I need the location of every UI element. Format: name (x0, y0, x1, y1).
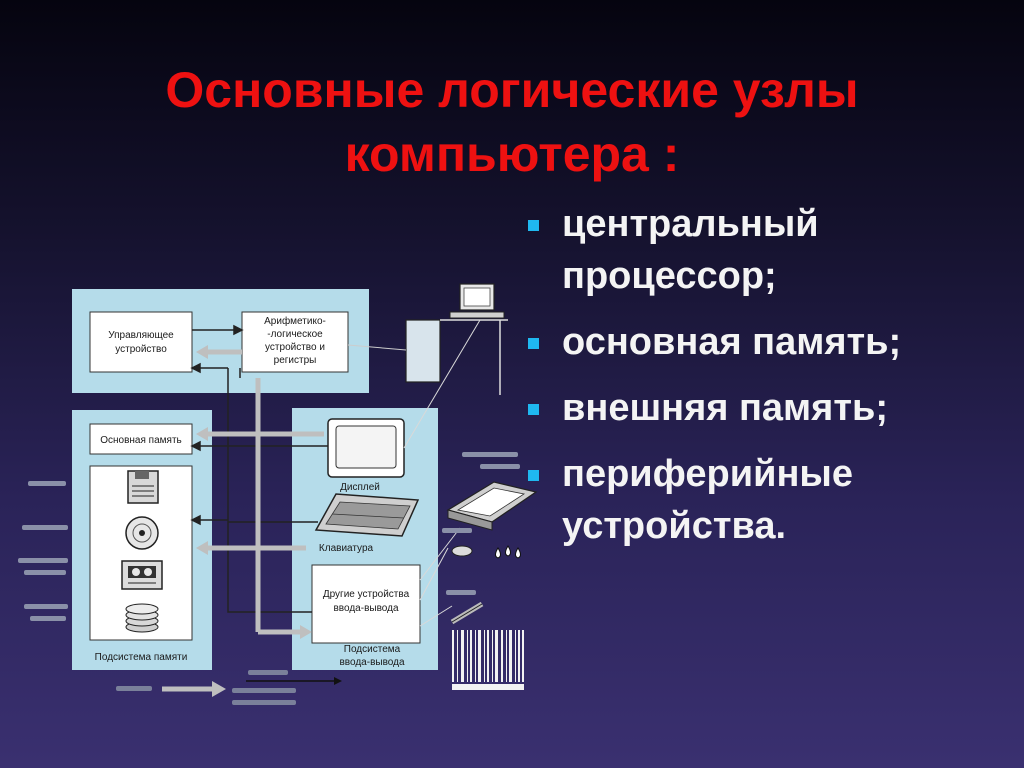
cd-disk-icon (125, 516, 159, 550)
data-bus (206, 349, 324, 635)
bullet-text-1b: процессор; (562, 255, 777, 297)
other-io-label-1: Другие устройства (323, 589, 410, 600)
system-bus (190, 324, 328, 613)
bullet-item-cpu: центральный процессор; (522, 198, 1012, 302)
hard-disk-icon (125, 603, 159, 633)
bullet-text-4b: устройства. (562, 505, 787, 547)
bullet-item-main-memory: основная память; (522, 316, 1012, 368)
control-unit-label-1: Управляющее (108, 330, 174, 341)
bullet-list: центральный процессор; основная память; … (522, 198, 1012, 566)
barcode-pen-icon (450, 601, 484, 625)
control-unit-label-2: устройство (115, 344, 167, 355)
barcode-icon (452, 630, 524, 690)
display-icon (327, 418, 405, 478)
alu-label-1: Арифметико- (264, 315, 326, 327)
bullet-text-4a: периферийные (562, 453, 854, 495)
data-bus-arrowheads (196, 345, 312, 639)
drops-icon (495, 545, 521, 559)
scanner-icon (446, 481, 538, 531)
keyboard-label: Клавиатура (319, 543, 374, 554)
memory-subsystem-label: Подсистема памяти (95, 652, 188, 663)
square-bullet-icon (528, 338, 539, 349)
alu-label-2: -логическое (267, 329, 323, 340)
alu-box (241, 311, 349, 373)
diagram-legend (116, 670, 342, 705)
keyboard-icon (314, 493, 420, 537)
title-line-2: компьютера : (344, 126, 680, 182)
bullet-text-2: основная память; (562, 321, 902, 363)
io-subsystem-label-2: ввода-вывода (339, 657, 404, 668)
title-line-1: Основные логические узлы (165, 62, 859, 118)
tape-cassette-icon (121, 560, 163, 590)
faint-side-labels (18, 452, 520, 621)
bullet-item-peripherals: периферийные устройства. (522, 448, 1012, 552)
slide-title: Основные логические узлы компьютера : (0, 58, 1024, 186)
desktop-computer-icon (405, 283, 508, 395)
main-memory-label: Основная память (100, 435, 182, 446)
mouse-icon (451, 545, 473, 557)
bullet-text-1a: центральный (562, 203, 819, 245)
square-bullet-icon (528, 470, 539, 481)
bullet-text-3: внешняя память; (562, 387, 888, 429)
main-memory-box (89, 423, 193, 455)
alu-label-3: устройство и (265, 342, 325, 353)
memory-bus-arrows (190, 440, 228, 526)
io-subsystem-label-1: Подсистема (344, 644, 401, 655)
other-io-box (311, 564, 421, 644)
control-unit-box (89, 311, 193, 373)
square-bullet-icon (528, 404, 539, 415)
bullet-item-external-memory: внешняя память; (522, 382, 1012, 434)
display-label: Дисплей (340, 482, 380, 493)
square-bullet-icon (528, 220, 539, 231)
peripheral-connections (403, 319, 481, 627)
alu-label-4: регистры (274, 355, 317, 366)
floppy-disk-icon (127, 470, 159, 504)
other-io-label-2: ввода-вывода (333, 603, 398, 614)
